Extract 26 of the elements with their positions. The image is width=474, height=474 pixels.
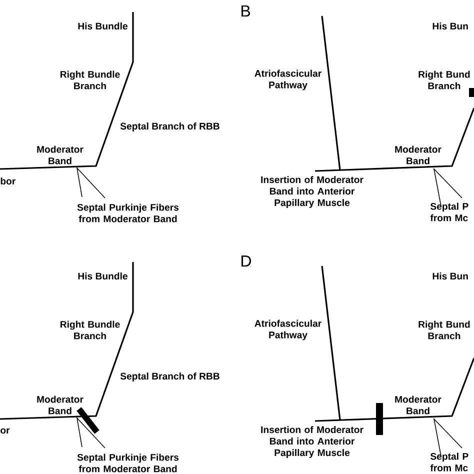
structure-label: or <box>0 428 10 434</box>
structure-label: His Bun <box>432 22 468 30</box>
panel-letter: D <box>242 256 251 266</box>
structure-label: Septal P from Mc <box>430 202 468 222</box>
structure-label: Right Bundle Branch <box>60 70 120 90</box>
structure-label: Moderator Band <box>37 396 84 414</box>
structure-label: Atriofascicular Pathway <box>254 320 322 340</box>
structure-label: Right Bund Branch <box>418 70 470 90</box>
structure-label: Right Bund Branch <box>418 320 470 340</box>
structure-label: Atriofascicular Pathway <box>254 70 322 90</box>
structure-label: Moderator Band <box>37 146 84 164</box>
structure-label: Septal Purkinje Fibers from Moderator Band <box>77 204 179 222</box>
structure-label: Insertion of Moderator Band into Anterior Papillary Muscle <box>261 426 364 458</box>
structure-label: Septal Branch of RBB <box>120 122 220 132</box>
structure-label: Insertion of Moderator Band into Anterior Papillary Muscle <box>261 176 364 208</box>
structure-label: Septal P from Mc <box>430 452 468 472</box>
structure-label: His Bun <box>432 272 468 280</box>
panel-letter: B <box>242 6 250 16</box>
structure-label: Moderator Band <box>395 396 442 414</box>
structure-label: Septal Branch of RBB <box>120 372 220 382</box>
structure-label: Septal Purkinje Fibers from Moderator Band <box>77 454 179 472</box>
structure-label: bor <box>0 177 16 185</box>
structure-label: Right Bundle Branch <box>60 320 120 340</box>
structure-label: His Bundle <box>78 22 128 30</box>
structure-label: Moderator Band <box>395 146 442 164</box>
structure-label: His Bundle <box>78 272 128 280</box>
